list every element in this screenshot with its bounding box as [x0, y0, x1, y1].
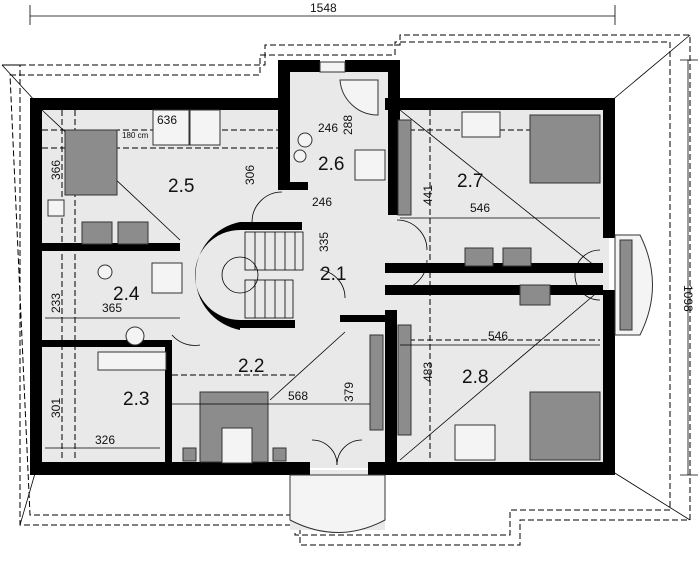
- bed-size-note: 180 cm: [122, 131, 149, 140]
- dim-326: 326: [95, 433, 115, 447]
- dim-301: 301: [49, 398, 63, 418]
- dim-335: 335: [317, 232, 331, 252]
- dim-441: 441: [421, 185, 435, 205]
- entrance-porch: [289, 474, 386, 533]
- dim-483: 483: [421, 362, 435, 382]
- dim-568: 568: [288, 389, 308, 403]
- dim-366: 366: [49, 160, 63, 180]
- dim-636: 636: [157, 113, 177, 127]
- room-2-8-label: 2.8: [462, 367, 488, 388]
- room-2-2-label: 2.2: [238, 356, 264, 377]
- dimension-lines: [29, 5, 698, 476]
- bed-2-8: [529, 391, 601, 461]
- dim-246a: 246: [318, 121, 338, 135]
- furniture: [47, 61, 601, 464]
- overall-width-label: 1548: [310, 1, 337, 15]
- dim-246b: 246: [312, 195, 332, 209]
- doors: [171, 191, 601, 466]
- dim-365: 365: [102, 301, 122, 315]
- room-2-1-label: 2.1: [320, 264, 346, 285]
- dim-288: 288: [341, 115, 355, 135]
- room-2-4-label: 2.4: [113, 284, 140, 305]
- bay-window-east: [614, 234, 653, 336]
- staircase: [221, 231, 304, 319]
- dim-379: 379: [342, 382, 356, 402]
- room-2-6-label: 2.6: [318, 154, 344, 175]
- dim-546a: 546: [470, 201, 490, 215]
- dim-233: 233: [49, 293, 63, 313]
- dim-546b: 546: [488, 329, 508, 343]
- room-2-3-label: 2.3: [123, 389, 149, 410]
- room-2-5-label: 2.5: [168, 176, 194, 197]
- dim-306: 306: [243, 165, 257, 185]
- room-2-7-label: 2.7: [457, 171, 483, 192]
- bed-2-5: [64, 129, 118, 196]
- bed-2-7: [529, 114, 601, 184]
- walls: [30, 60, 615, 475]
- overall-depth-label: 1098: [681, 285, 695, 312]
